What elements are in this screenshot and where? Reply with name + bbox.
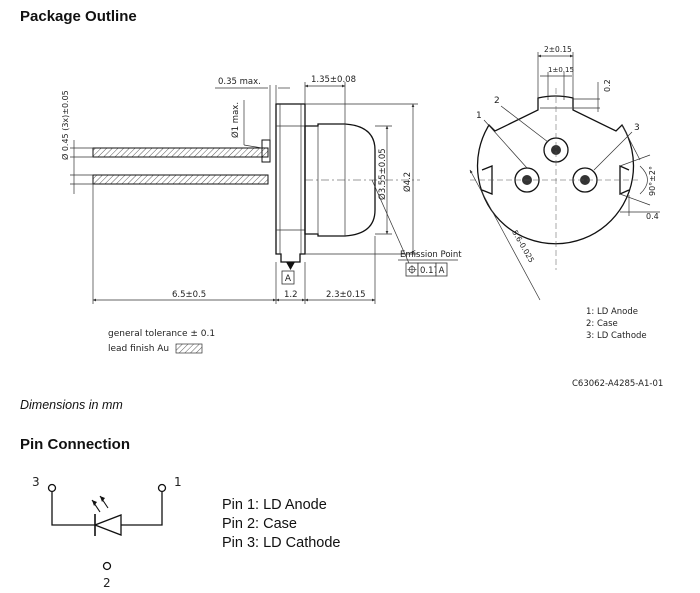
cap-body [304, 123, 420, 237]
schematic-pin3-label: 3 [32, 475, 40, 489]
schematic-pin2-terminal [102, 561, 112, 571]
laser-diode-symbol [93, 514, 122, 536]
dim-0-35-max: 0.35 max. [218, 77, 261, 87]
dim-phi3-55: Ø3.55±0.05 [377, 148, 388, 200]
flange-body [275, 103, 306, 263]
end-pin1-label: 1 [476, 111, 482, 121]
dim-6-5: 6.5±0.5 [172, 290, 206, 300]
dim-2-3: 2.3±0.15 [326, 290, 366, 300]
pin-list-1: Pin 1: LD Anode [222, 497, 327, 513]
end-legend-1: 1: LD Anode [586, 307, 638, 317]
dim-1-35: 1.35±0.08 [311, 75, 356, 85]
dim-5-6: 5.6-0.025 [510, 229, 536, 265]
emission-point-label: Emission Point [400, 250, 462, 260]
dim-2: 2±0.15 [544, 45, 572, 54]
schematic-pin1-terminal [157, 483, 167, 493]
pin-connection-heading: Pin Connection [20, 436, 130, 453]
dim-phi1-max: Ø1 max. [230, 102, 241, 138]
dimensions-note: Dimensions in mm [20, 398, 123, 412]
drawing-number: C63062-A4285-A1-01 [572, 379, 663, 389]
general-tolerance-note: general tolerance ± 0.1 [108, 329, 215, 339]
dim-phi0-45: Ø 0.45 (3x)±0.05 [60, 90, 70, 160]
pin-list-2: Pin 2: Case [222, 516, 297, 532]
emission-tolerance: 0.17 [420, 266, 439, 276]
side-view: A 0.35 max. 1.35±0.08 Ø1 max. Ø 0.45 (3x… [60, 75, 462, 354]
dim-90-deg: 90°±2° [648, 166, 657, 196]
dim-0-2: 0.2 [603, 79, 612, 92]
pin-leads [92, 139, 271, 185]
end-pin3-label: 3 [634, 123, 640, 133]
dim-phi4-2: Ø4.2 [402, 172, 413, 192]
pin-list-3: Pin 3: LD Cathode [222, 535, 341, 551]
lead-finish-note: lead finish Au [108, 344, 169, 354]
emission-datum-ref: A [439, 266, 445, 276]
end-view: 2±0.15 1±0.15 0.2 90°±2° 0.4 5.6-0.025 1… [469, 45, 663, 389]
dim-0-4: 0.4 [646, 212, 659, 221]
datum-a-marker: A [281, 262, 295, 285]
lead-finish-hatch-swatch [175, 343, 203, 354]
emission-point-callout: Emission Point 0.17 A [371, 179, 462, 277]
schematic-pin3-terminal [47, 483, 57, 493]
end-legend-3: 3: LD Cathode [586, 331, 647, 341]
end-legend-2: 2: Case [586, 319, 618, 329]
datum-a-label: A [285, 274, 292, 284]
pin-schematic: 3 1 2 [32, 475, 182, 590]
end-pin2-label: 2 [494, 96, 500, 106]
schematic-pin1-label: 1 [174, 475, 182, 489]
package-outline-heading: Package Outline [20, 8, 137, 25]
schematic-pin2-label: 2 [103, 576, 111, 590]
header-disc-outline [476, 95, 635, 245]
dim-1-2: 1.2 [284, 290, 298, 300]
dim-1: 1±0.15 [548, 66, 574, 74]
